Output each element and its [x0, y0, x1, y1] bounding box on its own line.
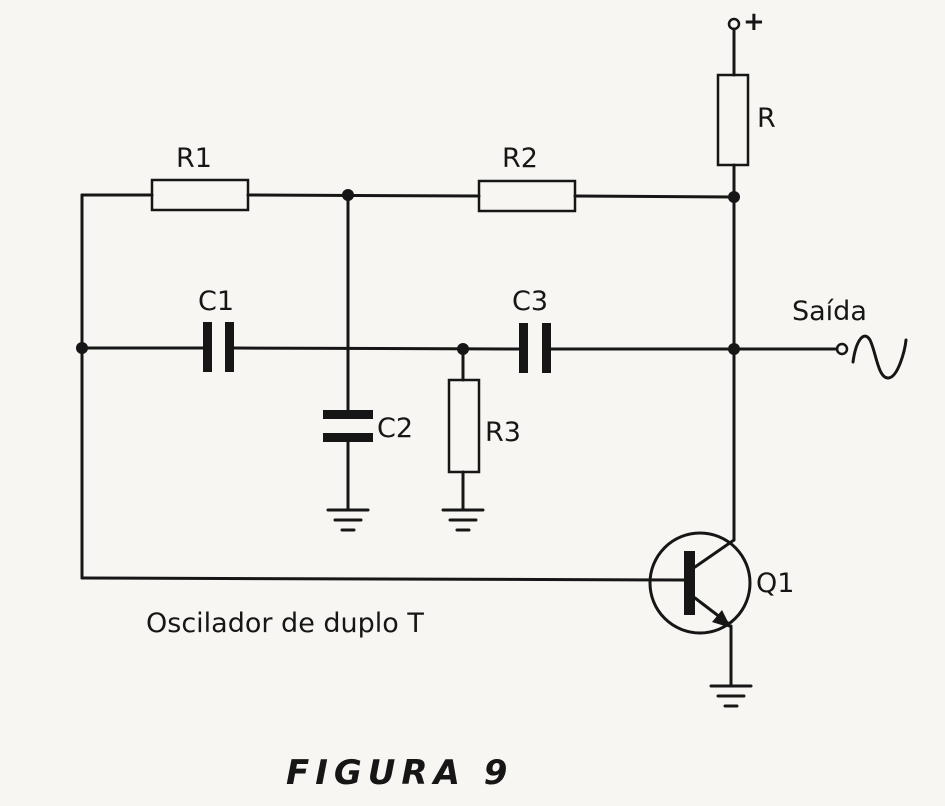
capacitor-c3: C3: [512, 286, 551, 373]
label-r: R: [757, 103, 776, 134]
sine-wave-icon: [851, 334, 908, 380]
diagram-caption: Oscilador de duplo T: [146, 608, 424, 639]
transistor-q1: Q1: [648, 531, 794, 635]
resistor-r3: R3: [447, 378, 521, 474]
label-c3: C3: [512, 286, 548, 317]
resistor-r: R: [716, 73, 776, 167]
label-r2: R2: [502, 143, 538, 174]
wire-r1-r2: [246, 193, 481, 198]
supply-label: +: [743, 7, 765, 37]
label-c2: C2: [377, 413, 413, 444]
output-terminal[interactable]: Saída: [792, 296, 908, 380]
output-label: Saída: [792, 296, 867, 327]
ground-icon: [326, 508, 370, 532]
label-c1: C1: [198, 286, 234, 317]
resistor-r1: R1: [150, 143, 250, 212]
label-r1: R1: [176, 143, 212, 174]
figure-label: FIGURA 9: [286, 753, 513, 793]
wire-c1-c3: [232, 346, 521, 351]
wire-base-feed: [80, 576, 688, 582]
wire-r2-right: [573, 194, 736, 199]
capacitor-c2: C2: [323, 410, 413, 444]
label-q1: Q1: [756, 568, 794, 599]
resistor-r2: R2: [477, 143, 577, 213]
label-r3: R3: [485, 417, 521, 448]
ground-icon: [441, 508, 485, 532]
capacitor-c1: C1: [198, 286, 234, 372]
ground-icon: [709, 684, 753, 708]
